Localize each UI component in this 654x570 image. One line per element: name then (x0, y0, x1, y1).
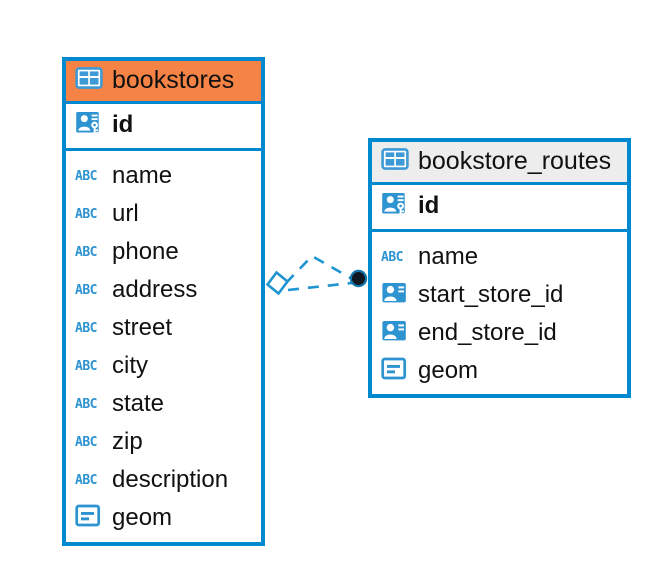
relationship-line-upper (285, 254, 355, 284)
abc-glyph: ABC (75, 472, 97, 488)
entity-header-bookstore-routes[interactable]: bookstore_routes (372, 142, 627, 185)
field-label-geom: geom (418, 356, 479, 384)
abc-icon: ABC (75, 239, 103, 265)
abc-icon: ABC (75, 467, 103, 493)
field-row-state[interactable]: ABC state (66, 385, 261, 423)
geom-icon (75, 503, 103, 534)
table-icon (381, 147, 409, 176)
abc-glyph: ABC (75, 434, 97, 450)
entity-title-bookstores: bookstores (112, 65, 235, 94)
abc-glyph: ABC (75, 168, 97, 184)
field-row-end-store-id[interactable]: end_store_id (372, 314, 627, 352)
field-label-geom: geom (112, 503, 173, 531)
abc-icon: ABC (75, 315, 103, 341)
foreign-key-icon (381, 318, 409, 349)
field-list-bookstores: ABC name ABC url ABC phone ABC (66, 151, 261, 544)
entity-header-bookstores[interactable]: bookstores (66, 61, 261, 104)
field-label-state: state (112, 389, 165, 417)
abc-glyph: ABC (381, 249, 403, 265)
abc-glyph: ABC (75, 244, 97, 260)
field-row-name[interactable]: ABC name (372, 238, 627, 276)
filled-circle-marker (349, 269, 368, 288)
entity-title-bookstore-routes: bookstore_routes (418, 146, 612, 175)
field-label-pk-bookstore-routes: id (418, 192, 440, 220)
abc-glyph: ABC (75, 358, 97, 374)
field-row-address[interactable]: ABC address (66, 271, 261, 309)
field-row-pk-bookstore-routes[interactable]: id (372, 185, 627, 232)
geom-icon (381, 356, 409, 387)
field-row-city[interactable]: ABC city (66, 347, 261, 385)
field-row-start-store-id[interactable]: start_store_id (372, 276, 627, 314)
abc-glyph: ABC (75, 396, 97, 412)
field-label-zip: zip (112, 427, 143, 455)
field-label-street: street (112, 313, 173, 341)
primary-key-icon (75, 110, 103, 141)
field-label-name: name (418, 242, 479, 270)
entity-bookstores[interactable]: bookstores id (62, 57, 265, 546)
diamond-marker (265, 270, 290, 296)
abc-icon: ABC (75, 429, 103, 455)
field-row-pk-bookstores[interactable]: id (66, 104, 261, 151)
abc-glyph: ABC (75, 282, 97, 298)
field-row-street[interactable]: ABC street (66, 309, 261, 347)
abc-icon: ABC (75, 353, 103, 379)
field-label-url: url (112, 199, 139, 227)
entity-bookstore-routes[interactable]: bookstore_routes id (368, 138, 631, 398)
abc-glyph: ABC (75, 206, 97, 222)
field-label-name: name (112, 161, 173, 189)
field-label-phone: phone (112, 237, 179, 265)
primary-key-icon (381, 191, 409, 222)
field-row-geom[interactable]: geom (66, 499, 261, 537)
field-label-city: city (112, 351, 148, 379)
field-row-url[interactable]: ABC url (66, 195, 261, 233)
field-label-address: address (112, 275, 198, 303)
abc-icon: ABC (75, 163, 103, 189)
abc-glyph: ABC (75, 320, 97, 336)
abc-icon: ABC (75, 391, 103, 417)
field-label-end-store-id: end_store_id (418, 318, 557, 346)
field-row-geom[interactable]: geom (372, 352, 627, 390)
abc-icon: ABC (75, 277, 103, 303)
table-icon (75, 66, 103, 95)
abc-icon: ABC (381, 244, 409, 270)
field-label-description: description (112, 465, 229, 493)
field-list-bookstore-routes: ABC name start_store_id (372, 232, 627, 397)
field-row-description[interactable]: ABC description (66, 461, 261, 499)
field-label-start-store-id: start_store_id (418, 280, 564, 308)
field-row-zip[interactable]: ABC zip (66, 423, 261, 461)
field-row-name[interactable]: ABC name (66, 157, 261, 195)
abc-icon: ABC (75, 201, 103, 227)
field-label-pk-bookstores: id (112, 111, 134, 139)
field-row-phone[interactable]: ABC phone (66, 233, 261, 271)
relationship-line-lower (287, 281, 353, 292)
foreign-key-icon (381, 280, 409, 311)
